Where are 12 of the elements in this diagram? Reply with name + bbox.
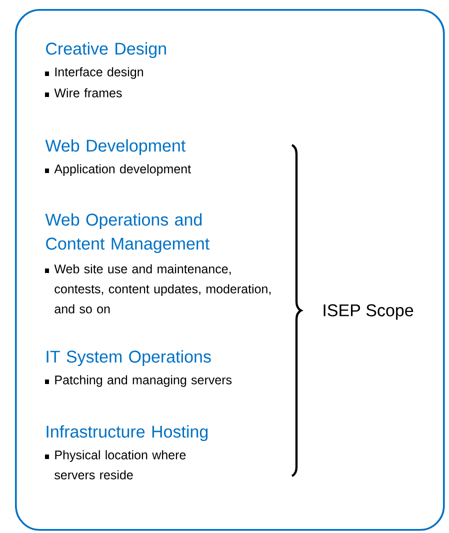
- bullet-item: Application development: [45, 164, 191, 176]
- heading: Web Development: [45, 139, 186, 156]
- bullet-item: Physical location where servers reside: [45, 450, 186, 480]
- bullet-item: Web site use and maintenance, contests, content updates, moderation, and so on: [45, 264, 271, 314]
- heading: Infrastructure Hosting: [46, 425, 208, 442]
- heading: Web Operations and Content Management: [45, 213, 210, 254]
- heading: Creative Design: [46, 42, 166, 58]
- heading: IT System Operations: [46, 350, 211, 366]
- bullet-item: Wire frames: [45, 88, 122, 98]
- bullet-item: Interface design: [45, 67, 143, 79]
- bullet-item: Patching and managing servers: [45, 375, 232, 387]
- scope-label: ISEP Scope: [324, 304, 414, 320]
